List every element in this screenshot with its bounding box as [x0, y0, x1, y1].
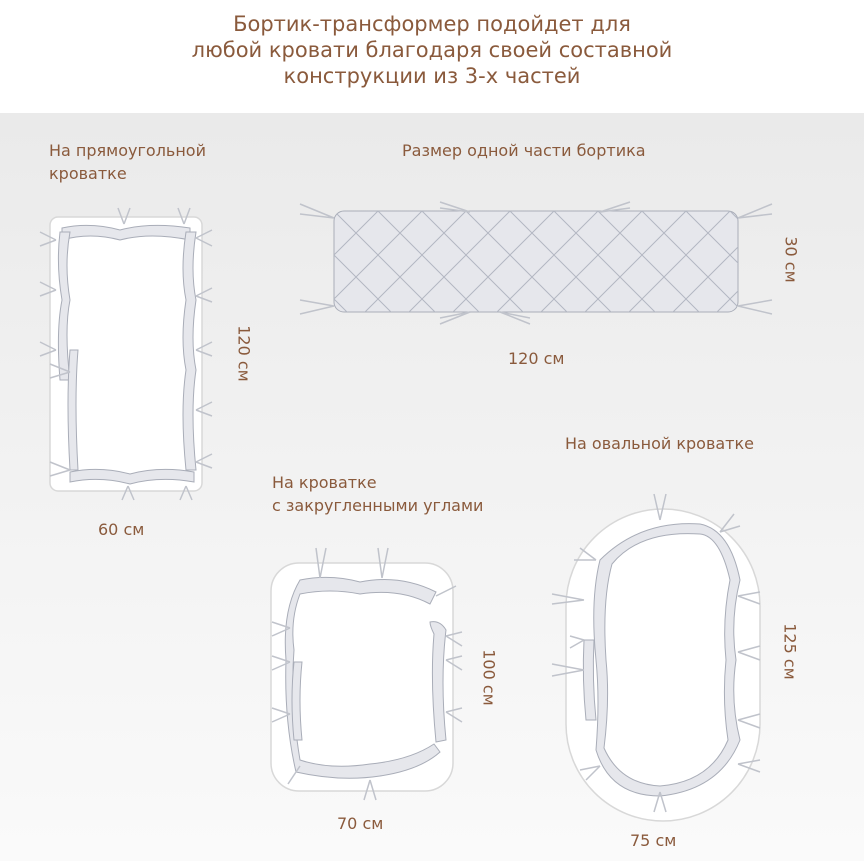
single-part-title: Размер одной части бортика	[402, 141, 646, 160]
single-part-ties	[299, 201, 773, 325]
rounded-bumper-right	[429, 621, 447, 743]
rounded-bumper-main	[284, 576, 441, 779]
rounded-bed-illustration	[270, 547, 463, 801]
headline-line-2: любой кровати благодаря своей составной	[191, 38, 673, 62]
single-part-height-label: 30 см	[781, 236, 801, 283]
rounded-bumper-left	[291, 661, 303, 741]
oval-bed-illustration	[551, 493, 761, 822]
rect-bed-title-line-1: На прямоугольной	[49, 141, 206, 160]
oval-bed-title: На овальной кроватке	[565, 434, 755, 453]
single-part-quilting	[334, 211, 738, 312]
oval-ties	[551, 493, 761, 813]
header: Бортик-трансформер подойдет для любой кр…	[0, 0, 864, 113]
oval-bumper-left-part	[582, 639, 597, 721]
oval-bumper	[593, 523, 741, 797]
oval-bed-width-label: 75 см	[630, 831, 677, 850]
headline-line-1: Бортик-трансформер подойдет для	[233, 12, 631, 36]
rect-bumper-right	[182, 231, 197, 471]
rect-bed-width-label: 60 см	[98, 520, 145, 539]
rect-bed-title-line-2: кроватке	[49, 164, 127, 183]
headline-line-3: конструкции из 3-х частей	[283, 64, 581, 88]
rect-bumper-bottom	[69, 468, 195, 485]
rounded-bed-title-line-1: На кроватке	[272, 473, 377, 492]
rect-bumper-left-lower	[67, 349, 79, 471]
rect-ties	[39, 207, 213, 501]
rect-bed-length-label: 120 см	[234, 325, 254, 382]
single-part-illustration	[299, 201, 773, 325]
single-part-width-label: 120 см	[508, 349, 565, 368]
rounded-bed-length-label: 100 см	[479, 649, 499, 706]
rounded-bed-title-line-2: с закругленными углами	[272, 496, 484, 515]
rect-bed-illustration	[39, 207, 213, 501]
rounded-bed-frame	[270, 562, 454, 792]
oval-bed-length-label: 125 см	[780, 623, 800, 680]
rounded-bed-width-label: 70 см	[337, 814, 384, 833]
rounded-ties	[271, 547, 463, 801]
